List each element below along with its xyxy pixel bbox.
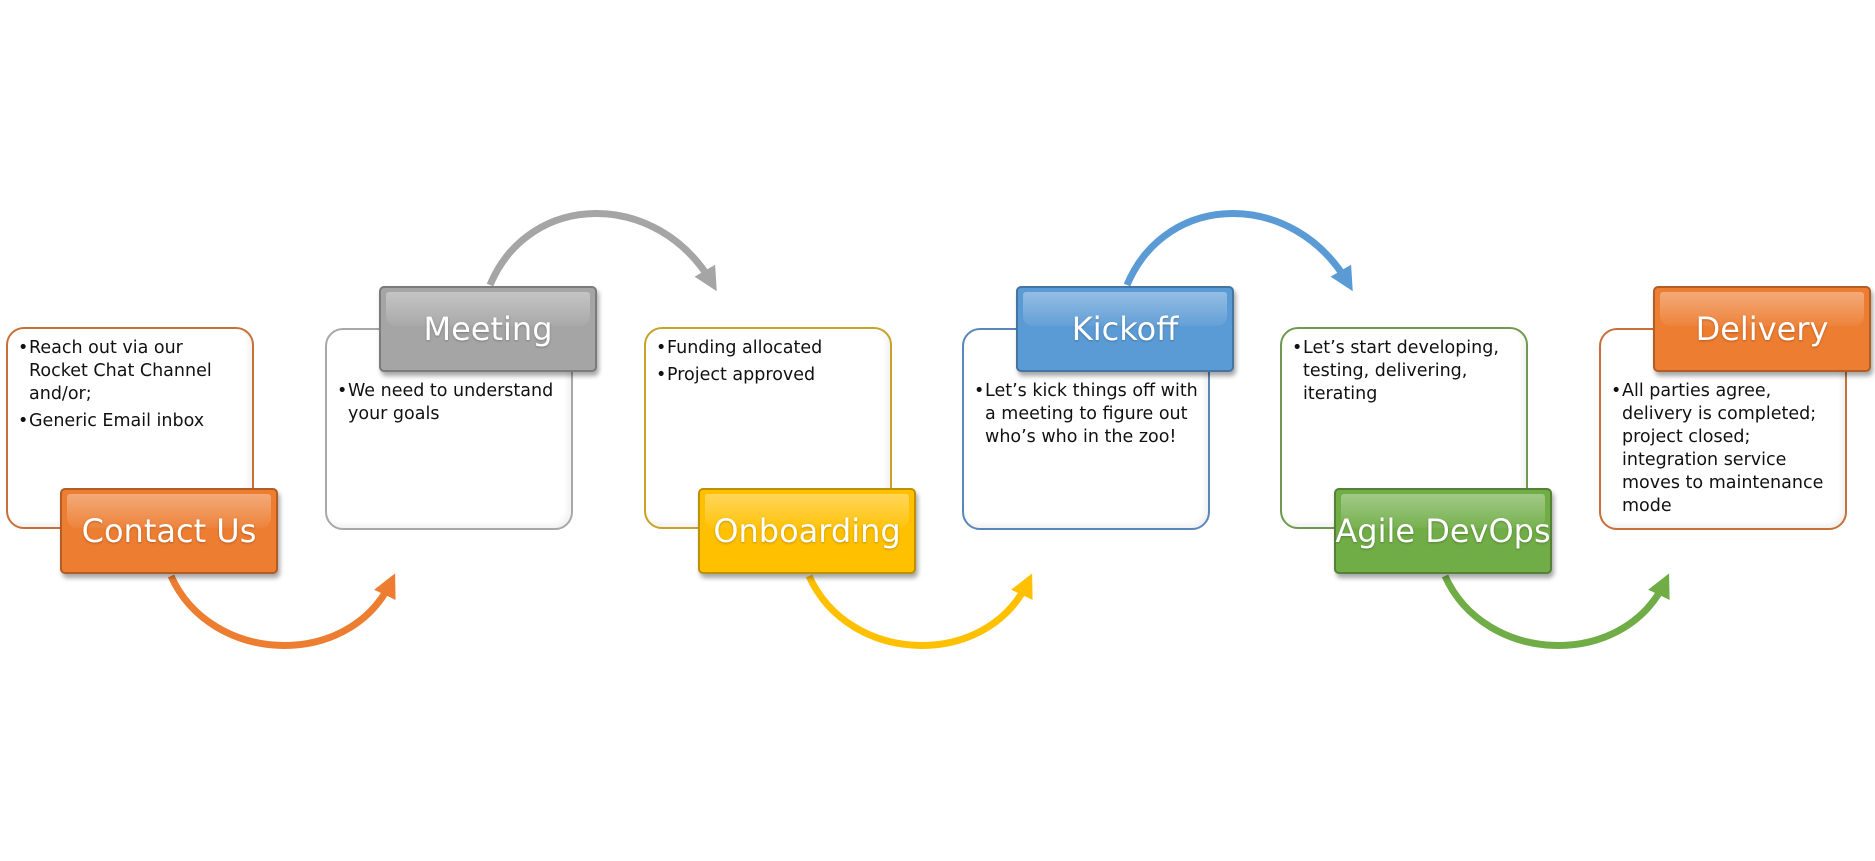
bullet-list: All parties agree, delivery is completed… — [1611, 380, 1835, 522]
stage-title: Kickoff — [1071, 310, 1179, 348]
bullet-item: Let’s start developing, testing, deliver… — [1292, 337, 1516, 406]
stage-label: Delivery — [1653, 286, 1871, 372]
connector-arrow — [167, 573, 396, 649]
stage-label: Meeting — [379, 286, 597, 372]
bullet-item: We need to understand your goals — [337, 380, 561, 426]
bullet-item: All parties agree, delivery is completed… — [1611, 380, 1835, 518]
stage-title: Meeting — [423, 310, 553, 348]
stage-title: Contact Us — [81, 512, 257, 550]
bullet-list: Reach out via our Rocket Chat Channel an… — [18, 337, 242, 437]
connector-arrow — [1123, 210, 1353, 292]
bullet-item: Project approved — [656, 364, 880, 387]
stage-title: Delivery — [1695, 310, 1829, 348]
stage-label: Kickoff — [1016, 286, 1234, 372]
stage-title: Onboarding — [713, 512, 901, 550]
stage-label: Onboarding — [698, 488, 916, 574]
connector-arrow — [1441, 573, 1670, 649]
bullet-list: Let’s start developing, testing, deliver… — [1292, 337, 1516, 410]
stage-description-box: Reach out via our Rocket Chat Channel an… — [6, 327, 254, 529]
bullet-list: Let’s kick things off with a meeting to … — [974, 380, 1198, 453]
stage-label: Contact Us — [60, 488, 278, 574]
bullet-item: Generic Email inbox — [18, 410, 242, 433]
stage-title: Agile DevOps — [1335, 512, 1551, 550]
bullet-item: Let’s kick things off with a meeting to … — [974, 380, 1198, 449]
bullet-item: Funding allocated — [656, 337, 880, 360]
stage-label: Agile DevOps — [1334, 488, 1552, 574]
bullet-list: We need to understand your goals — [337, 380, 561, 430]
bullet-list: Funding allocatedProject approved — [656, 337, 880, 391]
connector-arrow — [805, 573, 1033, 649]
bullet-item: Reach out via our Rocket Chat Channel an… — [18, 337, 242, 406]
connector-arrow — [486, 210, 717, 292]
